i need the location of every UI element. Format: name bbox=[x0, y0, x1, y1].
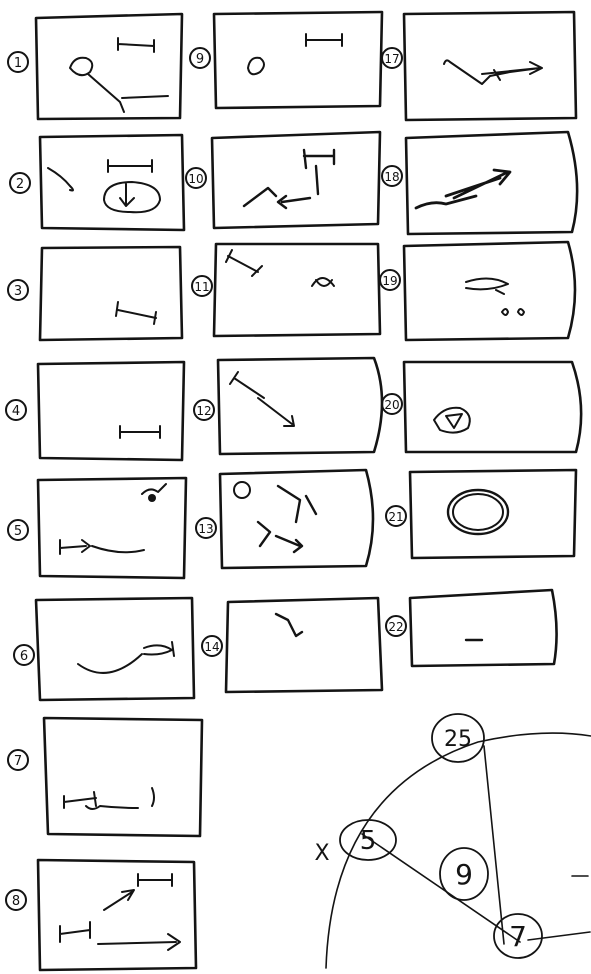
sketch-strokes bbox=[78, 642, 174, 673]
frame-box bbox=[410, 590, 557, 666]
sketch-strokes bbox=[276, 614, 302, 636]
frame-box bbox=[406, 132, 577, 234]
label-7: 7 bbox=[494, 914, 542, 958]
frame-4: 4 bbox=[6, 362, 184, 460]
diagram-label: 7 bbox=[509, 920, 527, 953]
sketch-strokes bbox=[416, 170, 510, 208]
sketch-strokes bbox=[226, 250, 334, 286]
frame-number: 7 bbox=[14, 754, 22, 769]
frame-number: 20 bbox=[384, 398, 399, 412]
frame-number: 9 bbox=[196, 52, 204, 67]
frame-box bbox=[214, 12, 382, 108]
large-circle-inner bbox=[453, 494, 503, 530]
sketch-strokes bbox=[48, 160, 160, 212]
frame-number: 19 bbox=[382, 274, 397, 288]
sketch-strokes bbox=[466, 278, 524, 315]
frame-21: 21 bbox=[386, 470, 576, 558]
frame-number: 11 bbox=[194, 280, 209, 294]
frame-number: 6 bbox=[20, 649, 28, 664]
sketch-strokes bbox=[244, 150, 334, 208]
frame-3: 3 bbox=[8, 247, 182, 340]
frame-number: 14 bbox=[204, 640, 219, 654]
frame-box bbox=[404, 12, 576, 120]
frame-2: 2 bbox=[10, 135, 184, 230]
sketch-strokes bbox=[258, 486, 316, 552]
frame-number: 21 bbox=[388, 510, 403, 524]
frame-box bbox=[410, 470, 576, 558]
sketch-strokes bbox=[88, 38, 168, 112]
frame-14: 14 bbox=[202, 598, 382, 692]
frame-number: 2 bbox=[16, 177, 24, 192]
frame-box bbox=[38, 362, 184, 460]
frame-6: 6 bbox=[14, 598, 194, 700]
frame-box bbox=[36, 14, 182, 119]
label-9: 9 bbox=[440, 848, 488, 900]
dot bbox=[148, 494, 156, 502]
frame-box bbox=[40, 247, 182, 340]
frame-number: 5 bbox=[14, 524, 22, 539]
sketch-strokes bbox=[120, 426, 160, 438]
frame-box bbox=[404, 242, 575, 340]
frame-box bbox=[226, 598, 382, 692]
diagram-label: 9 bbox=[455, 858, 473, 891]
frame-18: 18 bbox=[382, 132, 577, 234]
frame-number: 3 bbox=[14, 284, 22, 299]
field-diagram: 25 5 X 9 7 bbox=[314, 714, 591, 968]
frame-19: 19 bbox=[380, 242, 575, 340]
frame-9: 9 bbox=[190, 12, 382, 108]
edge-strokes bbox=[528, 876, 590, 940]
large-circle bbox=[448, 490, 508, 534]
diagram-label: 25 bbox=[444, 727, 472, 752]
frame-box bbox=[212, 132, 380, 228]
frame-box bbox=[40, 135, 184, 230]
sketch-strokes bbox=[64, 788, 154, 809]
division-lines bbox=[362, 746, 520, 944]
frame-number: 8 bbox=[12, 894, 20, 909]
frame-8: 8 bbox=[6, 860, 196, 970]
sketch-strokes bbox=[230, 372, 294, 426]
frame-box bbox=[214, 244, 380, 336]
frame-11: 11 bbox=[192, 244, 380, 336]
sketch-strokes bbox=[60, 874, 180, 950]
frame-number: 18 bbox=[384, 170, 399, 184]
frame-box bbox=[404, 362, 581, 452]
frame-box bbox=[218, 358, 382, 454]
label-5: 5 bbox=[340, 820, 396, 860]
frame-20: 20 bbox=[382, 362, 581, 452]
frame-number: 13 bbox=[198, 522, 213, 536]
frame-5: 5 bbox=[8, 478, 186, 578]
frame-number: 17 bbox=[384, 52, 399, 66]
frame-box bbox=[38, 478, 186, 578]
sketch-strokes bbox=[116, 302, 156, 324]
frame-7: 7 bbox=[8, 718, 202, 836]
frame-17: 17 bbox=[382, 12, 576, 120]
frame-number: 12 bbox=[196, 404, 211, 418]
frame-number: 22 bbox=[388, 620, 403, 634]
oval-stroke bbox=[70, 58, 92, 75]
frame-number: 1 bbox=[14, 56, 22, 71]
diagram-label: 5 bbox=[360, 826, 377, 856]
frame-number: 4 bbox=[12, 404, 20, 419]
frame-12: 12 bbox=[194, 358, 382, 454]
sketch-strokes bbox=[434, 408, 470, 433]
frame-box bbox=[44, 718, 202, 836]
small-circle bbox=[234, 482, 250, 498]
label-25: 25 bbox=[432, 714, 484, 762]
frame-1: 1 bbox=[8, 14, 182, 119]
frame-10: 10 bbox=[186, 132, 380, 228]
x-mark: X bbox=[314, 841, 329, 866]
frame-13: 13 bbox=[196, 470, 373, 568]
sketch-strokes bbox=[248, 34, 342, 74]
sketch-strokes bbox=[444, 60, 542, 84]
frame-22: 22 bbox=[386, 590, 557, 666]
frame-number: 10 bbox=[188, 172, 203, 186]
